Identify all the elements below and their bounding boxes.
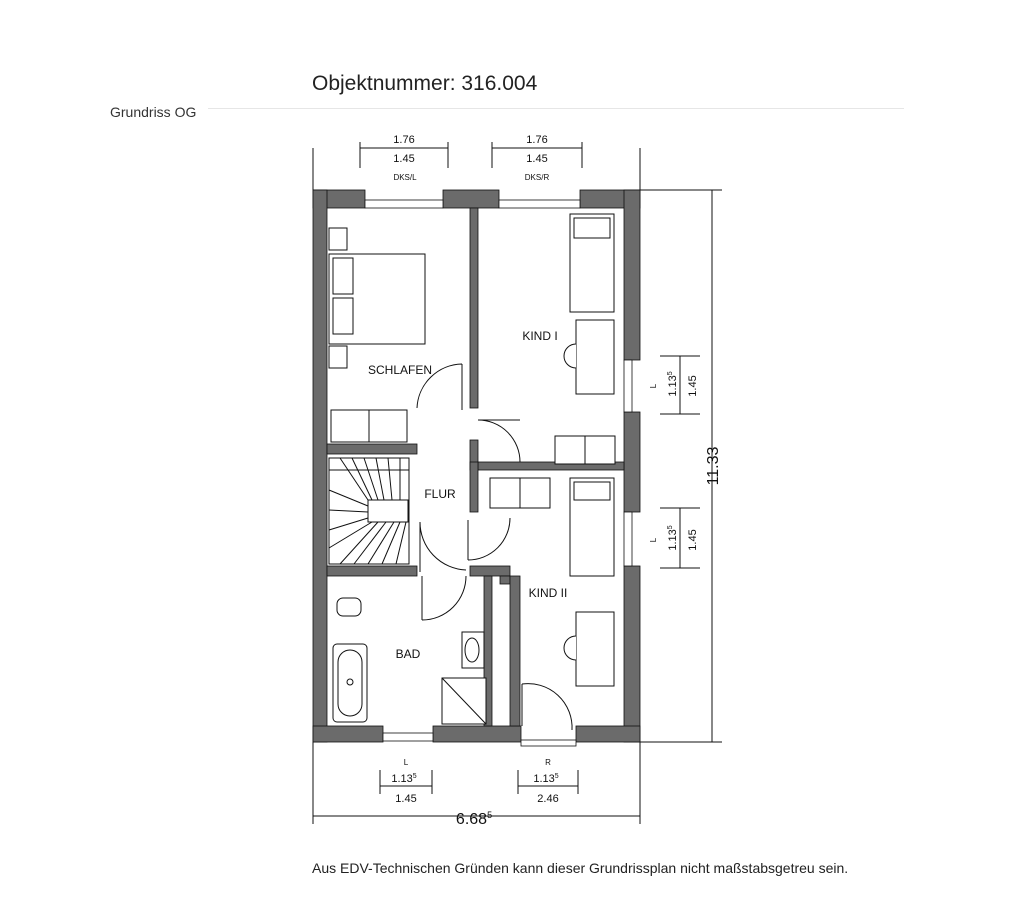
room-label-bad: BAD — [396, 647, 421, 661]
header-divider — [208, 108, 904, 109]
toilet — [336, 597, 362, 617]
room-label-kind1: KIND I — [522, 329, 557, 343]
dim-total-width: 6.685 — [456, 810, 492, 828]
dim-bottom-right-b: 2.46 — [537, 793, 558, 805]
nightstand — [328, 345, 348, 369]
dim-top-right-tag: DKS/R — [525, 173, 550, 182]
dim-bottom-right-sup: 5 — [555, 773, 559, 780]
room-label-schlafen: SCHLAFEN — [368, 363, 432, 377]
dim-right-window1-a: 1.135 — [667, 371, 679, 396]
walls — [312, 189, 641, 743]
dim-top-left-outer: 1.76 — [393, 134, 414, 146]
dim-right-window1-b: 1.45 — [687, 375, 699, 396]
dim-right-window1-tag: L — [649, 383, 658, 388]
doors — [416, 363, 573, 731]
dim-top-right-outer: 1.76 — [526, 134, 547, 146]
desk — [575, 611, 615, 687]
dim-right-window2-sup: 5 — [667, 525, 674, 529]
dim-top-left-tag: DKS/L — [393, 173, 417, 182]
dim-total-width-sup: 5 — [487, 810, 492, 820]
dim-total-height: 11.33 — [705, 446, 722, 485]
desk — [575, 319, 615, 395]
dimension-lines — [312, 142, 722, 824]
dim-right-window2-a-value: 1.13 — [667, 529, 679, 550]
dim-bottom-right-a: 1.135 — [533, 773, 558, 785]
dim-top-left-inner: 1.45 — [393, 153, 414, 165]
dim-right-window1-sup: 5 — [667, 371, 674, 375]
furniture — [328, 213, 616, 725]
dim-bottom-right-a-value: 1.13 — [533, 773, 554, 785]
dim-right-window2-tag: L — [649, 537, 658, 542]
dim-top-right-inner: 1.45 — [526, 153, 547, 165]
room-label-flur: FLUR — [424, 487, 456, 501]
dim-bottom-right-tag: R — [545, 758, 551, 767]
plan-title: Grundriss OG — [110, 104, 197, 120]
nightstand — [328, 227, 348, 251]
room-label-kind2: KIND II — [529, 586, 568, 600]
dim-bottom-left-sup: 5 — [413, 773, 417, 780]
windows — [364, 199, 633, 747]
dim-right-window2-b: 1.45 — [687, 529, 699, 550]
dim-bottom-left-a: 1.135 — [391, 773, 416, 785]
dim-bottom-left-tag: L — [404, 758, 409, 767]
dim-right-window1-a-value: 1.13 — [667, 375, 679, 396]
dim-bottom-left-a-value: 1.13 — [391, 773, 412, 785]
dim-bottom-left-b: 1.45 — [395, 793, 416, 805]
dim-total-width-value: 6.68 — [456, 811, 487, 828]
dim-right-window2-a: 1.135 — [667, 525, 679, 550]
footer-note: Aus EDV-Technischen Gründen kann dieser … — [312, 860, 849, 876]
object-number-title: Objektnummer: 316.004 — [312, 72, 538, 95]
